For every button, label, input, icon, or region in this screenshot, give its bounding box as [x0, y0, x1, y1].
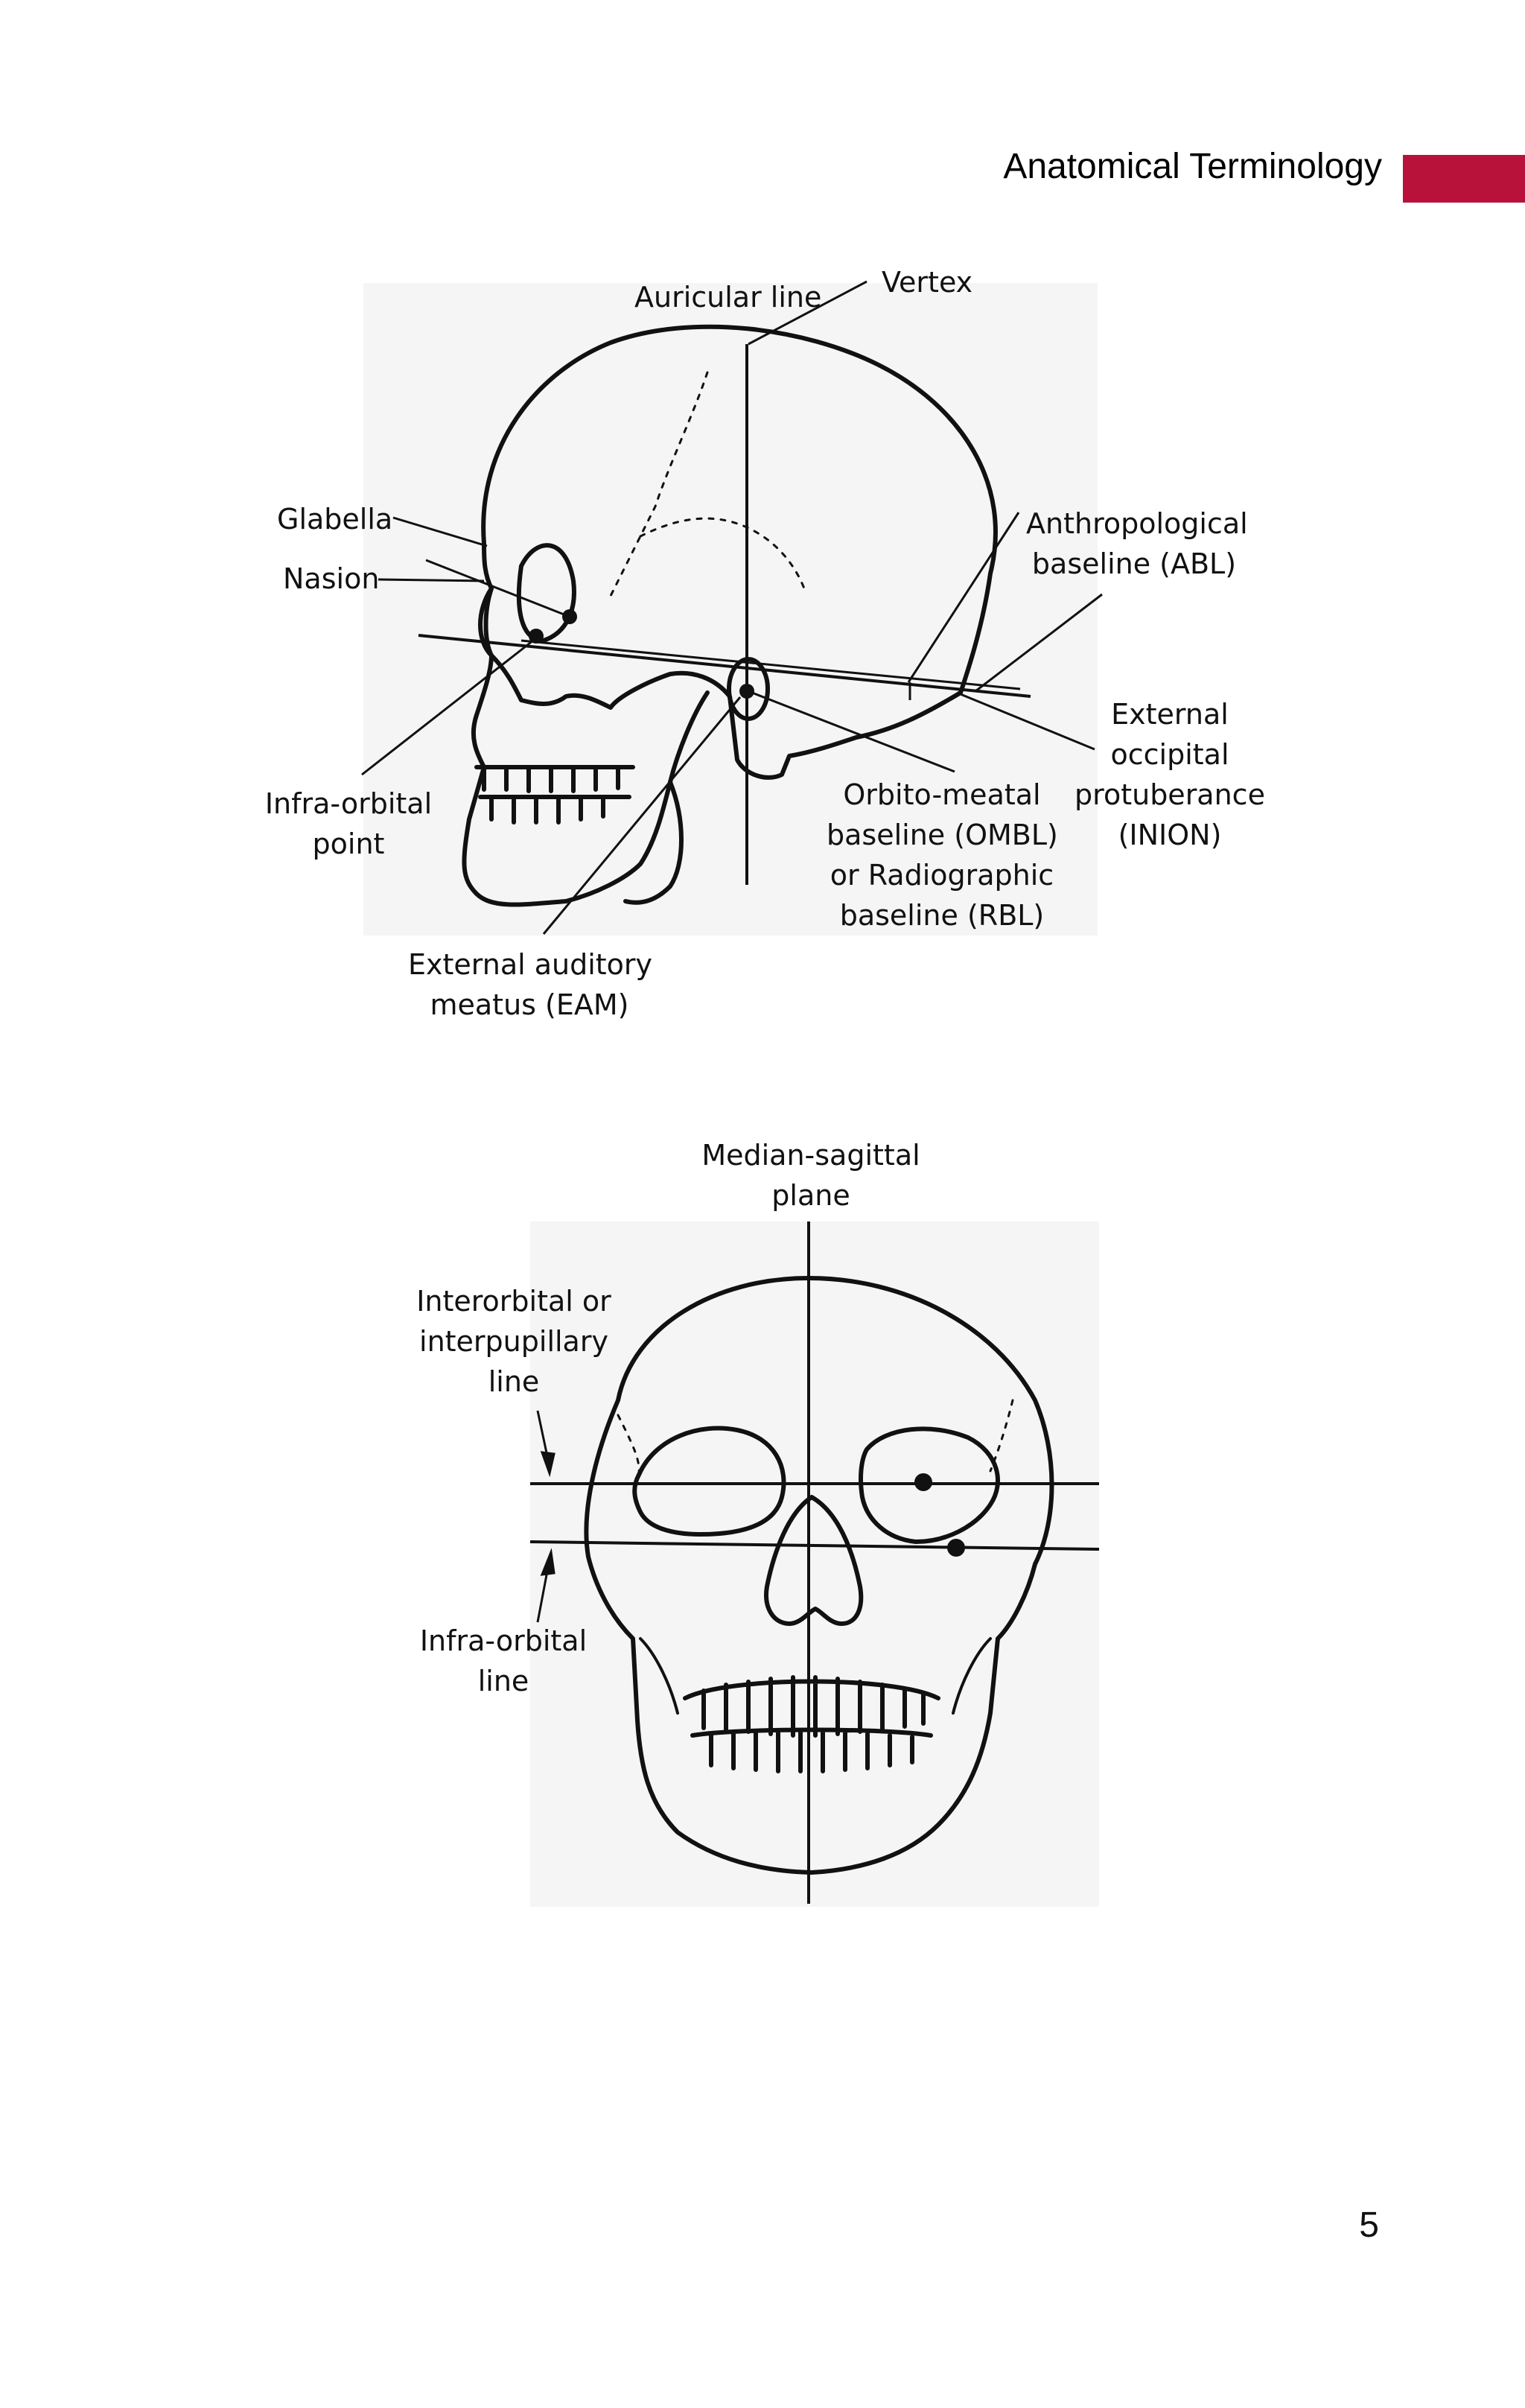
label-msp-line-2: plane: [771, 1179, 850, 1212]
nasion-point-dot: [562, 609, 577, 624]
right-orbit: [859, 1426, 1000, 1544]
label-ombl-line-1: Orbito-meatal: [843, 778, 1041, 811]
label-interorbital: Interorbital or interpupillary line: [410, 1281, 618, 1402]
label-infraorbital-line-line-2: line: [477, 1665, 529, 1697]
teeth-lower: [690, 1727, 933, 1773]
suture: [609, 371, 806, 597]
label-infraorbital-point-line-2: point: [312, 827, 385, 860]
running-header-title: Anatomical Terminology: [1003, 147, 1382, 186]
nasal-aperture: [764, 1495, 864, 1626]
skull-outline: [584, 1276, 1054, 1875]
label-eam: External auditory meatus (EAM): [408, 944, 653, 1025]
arrow-interorbital-head: [540, 1451, 555, 1478]
arrow-infraorbital-head: [540, 1548, 555, 1576]
arrow-interorbital: [536, 1410, 550, 1461]
cheek-right: [952, 1637, 992, 1715]
label-inion-line-3: protuberance: [1074, 778, 1265, 811]
abl-line: [520, 639, 1021, 690]
label-interorbital-line-3: line: [488, 1365, 540, 1398]
label-vertex: Vertex: [882, 266, 973, 299]
label-eam-line-1: External auditory: [408, 948, 653, 981]
teeth-upper: [474, 765, 635, 793]
arrow-infraorbital: [536, 1566, 550, 1623]
label-ombl-line-3: or Radiographic: [830, 859, 1054, 892]
leader-inion-2: [956, 691, 1095, 751]
leader-abl: [907, 512, 1020, 683]
label-infraorbital-point-line-1: Infra-orbital: [264, 787, 433, 820]
infraorbital-line: [529, 1540, 1100, 1551]
teeth-upper: [683, 1675, 940, 1738]
pupil-point-dot: [914, 1473, 932, 1491]
jaw-outline: [623, 780, 684, 905]
label-auricular-line: Auricular line: [634, 281, 822, 314]
ombl-line: [418, 634, 1031, 698]
label-ombl: Orbito-meatal baseline (OMBL) or Radiogr…: [827, 775, 1058, 935]
leader-infraorbital: [361, 639, 534, 776]
label-glabella: Glabella: [277, 503, 393, 536]
chapter-tab: [1403, 155, 1525, 203]
label-interorbital-line-2: interpupillary: [419, 1325, 608, 1358]
label-eam-line-2: meatus (EAM): [430, 988, 629, 1021]
label-ombl-line-2: baseline (OMBL): [827, 819, 1058, 851]
cheek-left: [639, 1637, 679, 1715]
face-outline: [462, 586, 710, 907]
leader-eam: [542, 696, 742, 935]
page-number: 5: [1359, 2205, 1379, 2245]
label-inion: External occipital protuberance (INION): [1072, 694, 1267, 855]
label-infraorbital-line: Infra-orbital line: [414, 1621, 593, 1701]
label-inion-line-1: External: [1111, 698, 1229, 731]
teeth-lower: [478, 795, 631, 825]
eam-point-dot: [739, 684, 754, 699]
label-interorbital-line-1: Interorbital or: [416, 1285, 611, 1318]
left-orbit: [632, 1426, 786, 1537]
leader-nasion-2: [425, 559, 567, 617]
leader-glabella: [392, 516, 488, 547]
label-inion-line-4: (INION): [1118, 819, 1222, 851]
label-abl: Anthropological baseline (ABL): [1026, 503, 1248, 584]
label-inion-line-2: occipital: [1110, 738, 1229, 771]
label-nasion: Nasion: [283, 562, 380, 595]
label-msp: Median-sagittal plane: [688, 1135, 934, 1216]
suture: [617, 1399, 1014, 1476]
infraorbital-point-dot: [947, 1539, 965, 1557]
figure-background: [530, 1222, 1099, 1907]
leader-nasion: [378, 578, 485, 582]
label-abl-line-2: baseline (ABL): [1031, 547, 1237, 580]
label-abl-line-1: Anthropological: [1026, 507, 1248, 540]
label-infraorbital-point: Infra-orbital point: [262, 784, 435, 864]
label-msp-line-1: Median-sagittal: [701, 1139, 920, 1172]
leader-inion: [975, 593, 1103, 693]
label-infraorbital-line-line-1: Infra-orbital: [419, 1624, 588, 1657]
leader-vertex: [748, 280, 867, 346]
leader-ombl: [751, 691, 955, 773]
label-ombl-line-4: baseline (RBL): [839, 899, 1045, 932]
skull-outline: [481, 324, 998, 780]
